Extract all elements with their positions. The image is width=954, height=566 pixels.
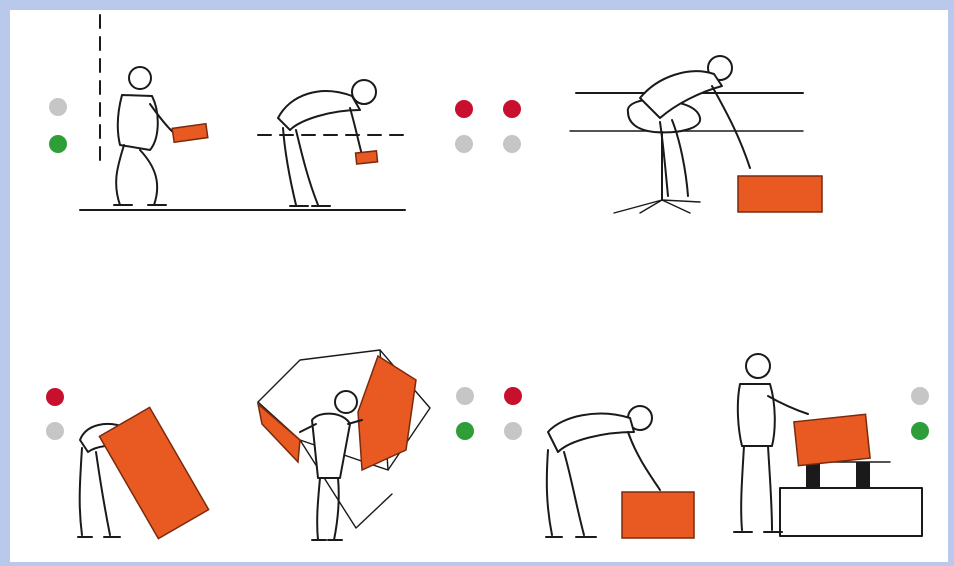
indicator-dot-red: [503, 100, 521, 118]
carrying-person-figure: [300, 391, 362, 540]
panel-seated-reach: [570, 56, 822, 213]
sheet-left-face: [258, 404, 300, 462]
indicator-dot-red: [504, 387, 522, 405]
raised-box: [794, 414, 870, 465]
sheet-right-face: [358, 356, 416, 470]
large-box: [738, 176, 822, 212]
indicator-dot-gray: [911, 387, 929, 405]
indicator-dot-gray: [49, 98, 67, 116]
indicator-dot-gray: [456, 387, 474, 405]
panel-squat-vs-stoop: [80, 15, 405, 210]
indicator-dot-gray: [504, 422, 522, 440]
indicator-dot-red: [46, 388, 64, 406]
lifting-ergonomics-illustration: .ln { fill: none; stroke: #1a1a1a; strok…: [10, 10, 948, 562]
small-box: [172, 124, 208, 143]
indicator-dot-gray: [46, 422, 64, 440]
panel-carrying-large-objects: [78, 350, 430, 540]
raised-surface: [780, 462, 922, 536]
squatting-person-figure: [114, 67, 175, 205]
indicator-dot-gray: [455, 135, 473, 153]
indicator-dot-green: [49, 135, 67, 153]
indicator-dot-green: [456, 422, 474, 440]
indicator-dot-gray: [503, 135, 521, 153]
panel-floor-vs-raised-lift: [546, 354, 922, 538]
indicator-dot-green: [911, 422, 929, 440]
indicator-layer: [46, 98, 929, 440]
illustration-canvas: .ln { fill: none; stroke: #1a1a1a; strok…: [10, 10, 948, 562]
indicator-dot-red: [455, 100, 473, 118]
floor-box: [622, 492, 694, 538]
small-box: [356, 151, 378, 164]
tall-panel: [99, 407, 208, 538]
stooping-person-figure: [278, 80, 376, 206]
